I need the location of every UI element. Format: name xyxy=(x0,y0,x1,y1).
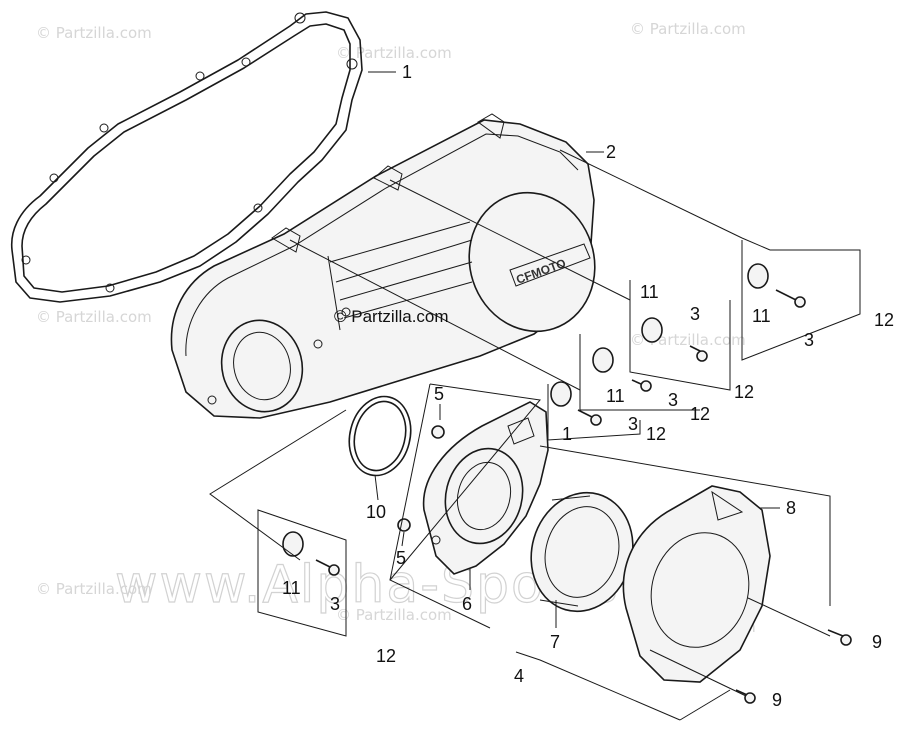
callout-1: 1 xyxy=(402,62,412,82)
watermark-partzilla-bottom-mid: © Partzilla.com xyxy=(336,606,452,624)
callout-12-bottom: 12 xyxy=(646,424,666,444)
callout-2: 2 xyxy=(606,142,616,162)
shield-plate-part xyxy=(622,485,771,683)
callout-3-lower: 3 xyxy=(668,390,678,410)
callout-10: 10 xyxy=(366,502,386,522)
callout-7: 7 xyxy=(550,632,560,652)
callout-12-lower: 12 xyxy=(690,404,710,424)
callout-11-mid: 11 xyxy=(640,282,659,302)
callout-9-right: 9 xyxy=(872,632,882,652)
clutch-cover-part: CFMOTO xyxy=(170,113,596,419)
callout-3-top-right: 3 xyxy=(804,330,814,350)
gasket-part xyxy=(10,11,363,303)
leader-lines xyxy=(209,71,861,721)
callout-9-bottom: 9 xyxy=(772,690,782,710)
callout-labels: 1 2 12 11 3 11 3 12 11 3 12 1 3 12 5 10 … xyxy=(282,62,894,710)
o-ring-part xyxy=(348,395,412,477)
watermark-partzilla-bottom-left: © Partzilla.com xyxy=(36,580,152,598)
callout-5-bottom: 5 xyxy=(396,548,406,568)
callout-6: 6 xyxy=(462,594,472,614)
callout-11-left: 11 xyxy=(282,578,301,598)
callout-3-bottom: 3 xyxy=(628,414,638,434)
callout-12-left: 12 xyxy=(376,646,396,666)
callout-4: 4 xyxy=(514,666,524,686)
watermark-partzilla-mid-left: © Partzilla.com xyxy=(36,308,152,326)
watermark-partzilla-top-right: © Partzilla.com xyxy=(630,20,746,38)
callout-12-mid: 12 xyxy=(734,382,754,402)
callout-1-lower: 1 xyxy=(562,424,572,444)
watermark-partzilla-top-mid: © Partzilla.com xyxy=(336,44,452,62)
hardware-parts xyxy=(282,263,852,704)
inner-housing-part xyxy=(422,401,549,575)
callout-3-mid: 3 xyxy=(690,304,700,324)
callout-11-lower: 11 xyxy=(606,386,625,406)
callout-8: 8 xyxy=(786,498,796,518)
callout-12-top-right: 12 xyxy=(874,310,894,330)
watermark-partzilla-top-left: © Partzilla.com xyxy=(36,24,152,42)
callout-5-top: 5 xyxy=(434,384,444,404)
watermark-partzilla-center: © Partzilla.com xyxy=(334,307,449,326)
callout-3-left: 3 xyxy=(330,594,340,614)
callout-11-top-right: 11 xyxy=(752,306,771,326)
